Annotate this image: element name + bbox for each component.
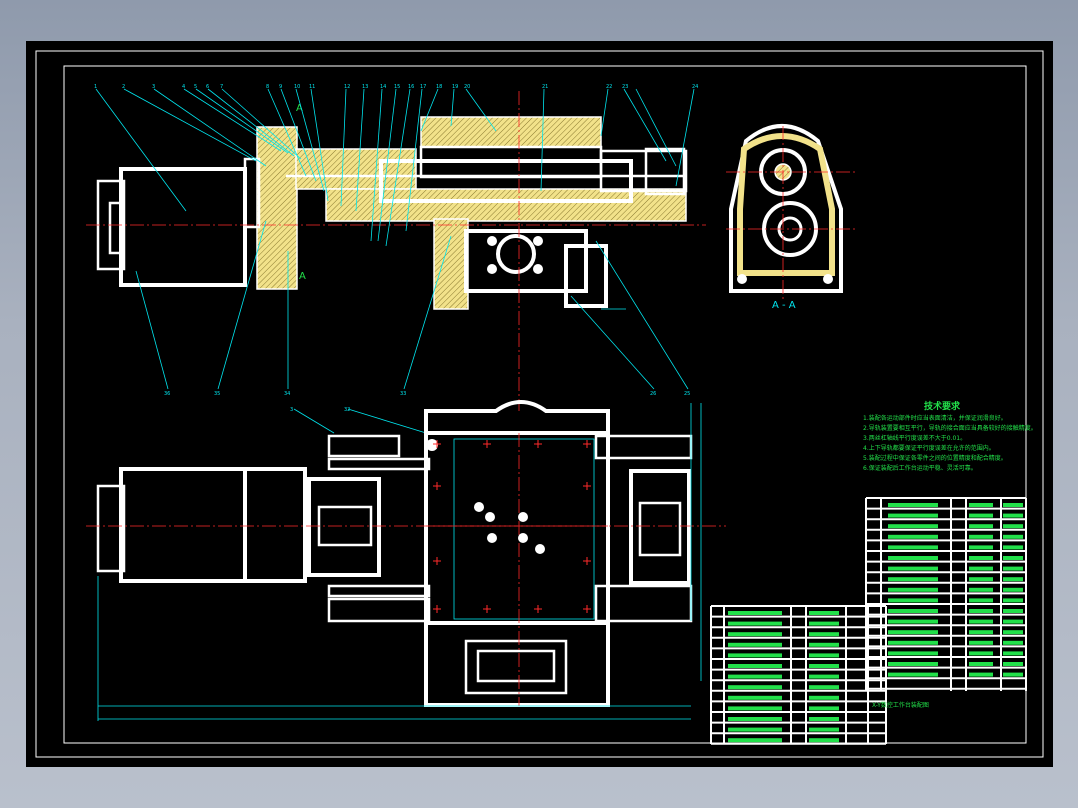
plan-motor-cap [96, 484, 126, 573]
svg-text:21: 21 [542, 84, 548, 90]
svg-text:4: 4 [182, 84, 185, 90]
svg-text:10: 10 [294, 84, 300, 90]
mount-bolt [737, 274, 747, 284]
inner-frame [63, 65, 1027, 744]
bolt-hole [533, 236, 543, 246]
svg-text:26: 26 [650, 391, 656, 397]
section-a-a-view: A - A [726, 124, 856, 311]
bolt-hole [487, 264, 497, 274]
svg-text:3: 3 [152, 84, 155, 90]
section-label: A - A [772, 300, 796, 311]
svg-text:34: 34 [284, 391, 290, 397]
tech-item: 6.保证装配后工作台运动平稳、灵活可靠。 [863, 464, 977, 472]
lower-motor-block [476, 649, 556, 683]
front-section-view: A A [86, 91, 706, 411]
lower-nut-block [464, 229, 588, 293]
plan-right-block [629, 469, 691, 585]
rail-right-bottom [594, 584, 693, 623]
plan-view [86, 400, 726, 721]
svg-text:22: 22 [606, 84, 612, 90]
cad-drawing-sheet: A A 1 [26, 41, 1053, 767]
bill-of-materials [710, 497, 1027, 745]
motor-body [119, 167, 247, 287]
svg-text:36: 36 [164, 391, 170, 397]
housing-section [737, 133, 835, 276]
svg-text:32: 32 [344, 407, 350, 413]
svg-text:24: 24 [692, 84, 698, 90]
rail-right-top [594, 434, 693, 460]
svg-text:11: 11 [309, 84, 315, 90]
svg-text:12: 12 [344, 84, 350, 90]
tech-item: 3.两丝杠轴线平行度误差不大于0.01。 [863, 434, 966, 442]
leader-lines [95, 88, 695, 434]
svg-text:6: 6 [206, 84, 209, 90]
svg-text:17: 17 [420, 84, 426, 90]
section-marker-top: A [296, 103, 303, 114]
lower-slide-left [433, 218, 469, 310]
housing-outline [729, 124, 843, 293]
technical-requirements: 技术要求 1.装配各运动部件时应当表面清洁，并保证润滑良好。 2.导轨装置要相互… [863, 400, 1037, 472]
section-marker-bottom: A [299, 271, 306, 282]
svg-text:7: 7 [220, 84, 223, 90]
svg-text:35: 35 [214, 391, 220, 397]
end-cap [644, 147, 686, 196]
lower-slide [424, 621, 610, 707]
svg-text:5: 5 [194, 84, 197, 90]
assembly-drawing: A A 1 [35, 50, 1044, 758]
svg-text:15: 15 [394, 84, 400, 90]
svg-text:14: 14 [380, 84, 386, 90]
tech-title: 技术要求 [924, 400, 961, 412]
base-rail [325, 188, 687, 222]
svg-text:19: 19 [452, 84, 458, 90]
svg-text:25: 25 [684, 391, 690, 397]
svg-text:33: 33 [400, 391, 406, 397]
tech-item: 2.导轨装置要相互平行，导轨的接合面应当具备较好的接触精度。 [863, 424, 1037, 432]
svg-text:16: 16 [408, 84, 414, 90]
lower-screw-section [496, 234, 536, 274]
lower-slide-right [564, 244, 608, 308]
rail-left-bottom [327, 597, 431, 623]
leader-numbers-bottom: 36 35 34 33 26 25 3 32 [164, 391, 690, 413]
mount-bolt [823, 274, 833, 284]
bolt-hole [533, 264, 543, 274]
table-arch [424, 400, 610, 433]
svg-text:13: 13 [362, 84, 368, 90]
leader-numbers-top: 1 2 3 4 5 6 7 8 9 10 11 12 13 14 15 16 1… [94, 84, 698, 90]
plan-coupling [307, 477, 381, 577]
tech-item: 5.装配过程中保证各零件之间的位置精度和配合精度。 [863, 454, 1007, 462]
end-bearing [599, 149, 688, 193]
motor-terminal [108, 201, 124, 255]
bolt-hole [487, 236, 497, 246]
coupling-housing [256, 126, 298, 290]
work-table [424, 431, 610, 625]
svg-text:1: 1 [94, 84, 97, 90]
svg-text:3: 3 [290, 407, 293, 413]
tech-item: 1.装配各运动部件时应当表面清洁，并保证润滑良好。 [863, 414, 1007, 422]
top-table-section [420, 116, 602, 148]
svg-text:20: 20 [464, 84, 470, 90]
hole-marks [433, 440, 591, 613]
plan-motor-body [119, 467, 247, 583]
svg-text:2: 2 [122, 84, 125, 90]
outer-frame [35, 50, 1044, 758]
tech-item: 4.上下导轨都要保证平行度误差在允许的范围内。 [863, 444, 995, 452]
svg-text:23: 23 [622, 84, 628, 90]
svg-text:9: 9 [279, 84, 282, 90]
svg-text:18: 18 [436, 84, 442, 90]
lead-screw-nut-housing [379, 159, 633, 203]
plan-motor-flange [243, 467, 307, 583]
drawing-title: X-Y数控工作台装配图 [872, 701, 929, 709]
rail-left-top [327, 434, 401, 458]
svg-text:8: 8 [266, 84, 269, 90]
